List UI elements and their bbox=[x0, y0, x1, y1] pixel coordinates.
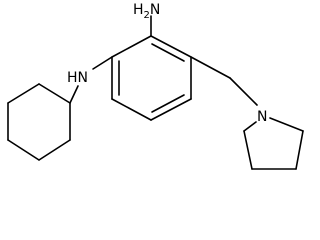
bond-c6-c1 bbox=[111, 35, 152, 58]
bond-c6-nh bbox=[92, 56, 113, 70]
chemical-structure: H2N HN N bbox=[7, 2, 304, 170]
bond-cy2-cy3 bbox=[38, 139, 71, 161]
bond-nh-cy1 bbox=[69, 85, 79, 104]
bond-p4-n bbox=[243, 121, 257, 132]
double-bond-c1-c2 bbox=[151, 43, 185, 62]
amine-nh-label: HN bbox=[67, 70, 88, 86]
cyclohexane-ring bbox=[7, 83, 79, 161]
bond-c2-ch2 bbox=[190, 56, 231, 79]
bond-cy6-cy1 bbox=[38, 83, 71, 104]
bond-c4-c5 bbox=[111, 98, 152, 121]
bond-c3-c4 bbox=[150, 98, 192, 121]
benzene-ring bbox=[111, 35, 192, 121]
bond-n-p1 bbox=[269, 117, 304, 132]
bond-p3-p4 bbox=[243, 130, 253, 170]
bond-c1-c2 bbox=[150, 35, 192, 58]
pyrrolidine-ring bbox=[243, 117, 304, 170]
bond-cy5-cy6 bbox=[7, 83, 40, 104]
amine-nh2-label: H2N bbox=[133, 2, 160, 21]
bond-cy3-cy4 bbox=[7, 139, 40, 161]
double-bond-c3-c4 bbox=[151, 94, 185, 113]
bond-ch2-n bbox=[229, 77, 258, 106]
pyrrolidine-n-label: N bbox=[257, 109, 267, 125]
bond-p1-p2 bbox=[295, 130, 304, 170]
